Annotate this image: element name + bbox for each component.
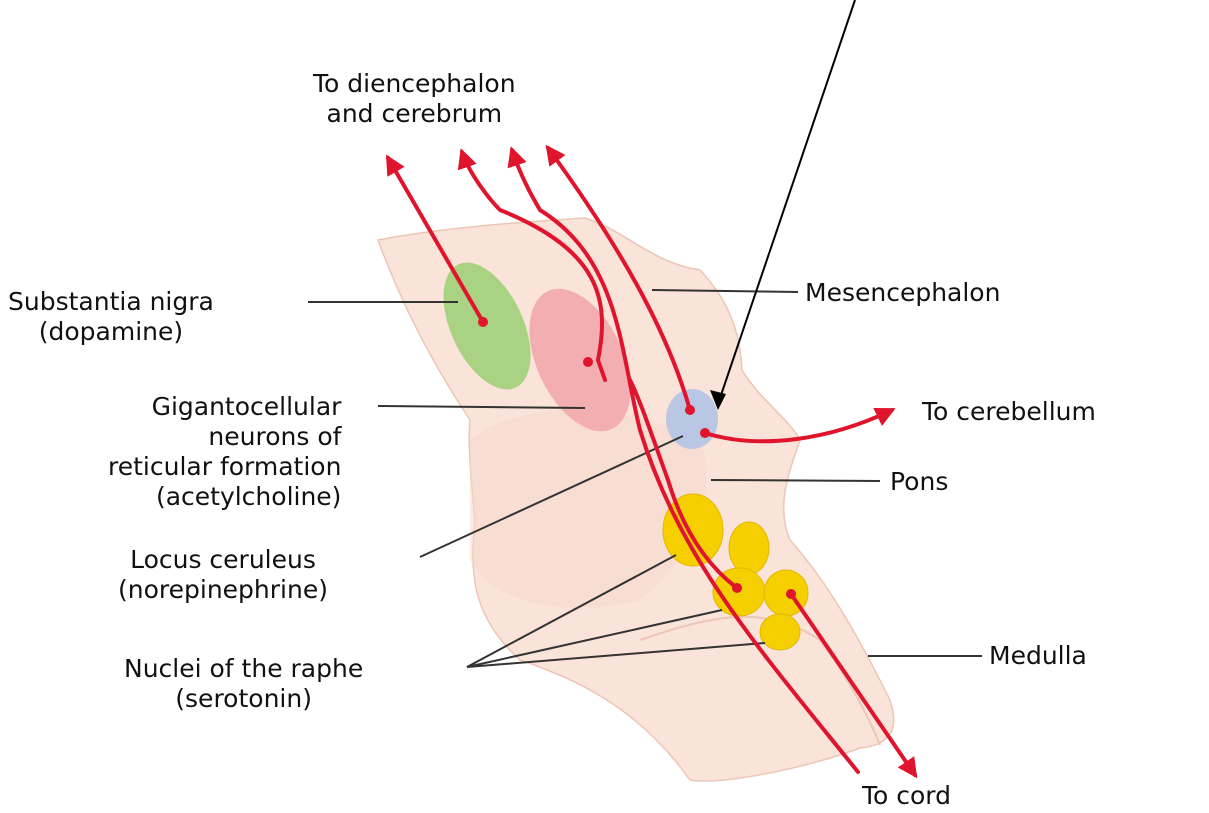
pointer-arrow <box>718 0 855 404</box>
label-line: (norepinephrine) <box>118 575 328 605</box>
origin-dot <box>685 405 695 415</box>
label-line: To diencephalon <box>313 69 516 99</box>
label-pons: Pons <box>890 467 948 497</box>
raphe-nucleus <box>760 614 800 650</box>
label-line: Substantia nigra <box>8 287 214 317</box>
label-line: neurons of <box>108 422 341 452</box>
origin-dot <box>732 583 742 593</box>
origin-dot <box>583 357 593 367</box>
raphe-nucleus <box>663 494 723 566</box>
label-to-diencephalon: To diencephalon and cerebrum <box>313 69 516 129</box>
origin-dot <box>700 428 710 438</box>
label-line: (acetylcholine) <box>108 482 341 512</box>
raphe-nucleus <box>729 522 769 574</box>
label-raphe: Nuclei of the raphe (serotonin) <box>124 654 363 714</box>
label-line: Locus ceruleus <box>118 545 328 575</box>
label-line: (serotonin) <box>124 684 363 714</box>
origin-dot <box>786 589 796 599</box>
label-gigantocellular: Gigantocellular neurons of reticular for… <box>108 392 341 512</box>
label-mesencephalon: Mesencephalon <box>805 278 1000 308</box>
label-to-cerebellum: To cerebellum <box>922 397 1096 427</box>
label-line: Gigantocellular <box>108 392 341 422</box>
label-to-cord: To cord <box>862 781 951 811</box>
pons-leader <box>711 480 880 481</box>
label-line: reticular formation <box>108 452 341 482</box>
origin-dot <box>478 317 488 327</box>
label-locus-ceruleus: Locus ceruleus (norepinephrine) <box>118 545 328 605</box>
label-substantia-nigra: Substantia nigra (dopamine) <box>8 287 214 347</box>
label-medulla: Medulla <box>989 641 1087 671</box>
label-line: and cerebrum <box>313 99 516 129</box>
label-line: (dopamine) <box>8 317 214 347</box>
label-line: Nuclei of the raphe <box>124 654 363 684</box>
